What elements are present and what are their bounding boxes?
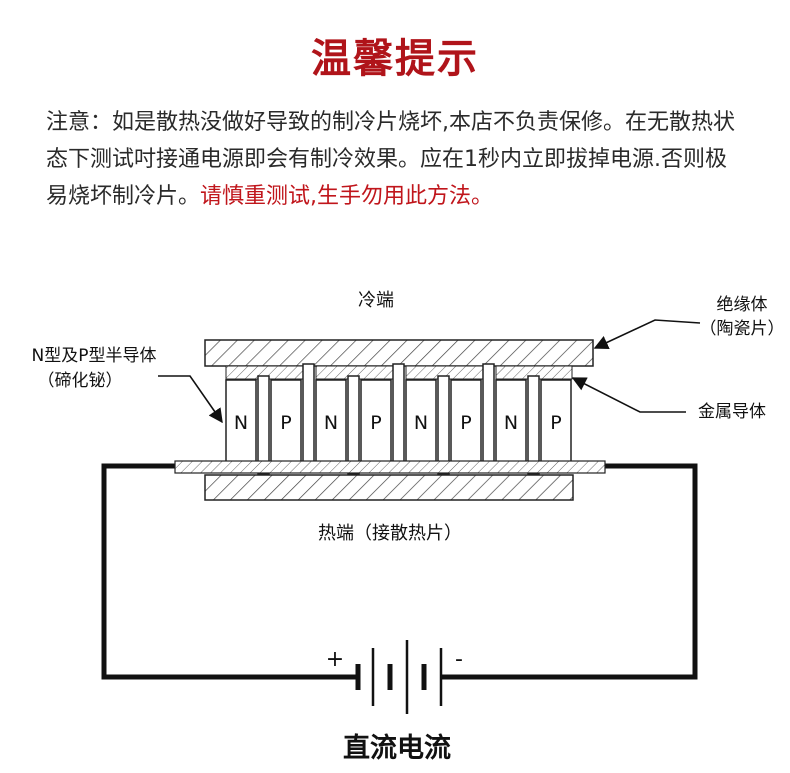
hot-end-label: 热端（接散热片） [318, 523, 462, 544]
element-label: P [460, 412, 471, 434]
metal-conductor-label: 金属导体 [698, 402, 766, 422]
minus-sign: - [455, 647, 463, 672]
connector-post [437, 375, 450, 475]
notice-text: 注意：如是散热没做好导致的制冷片烧坏,本店不负责保修。在无散热状态下测试吋接通电… [46, 110, 735, 209]
connector-post [347, 375, 360, 475]
semiconductor-element [270, 379, 302, 463]
connector-post [482, 363, 495, 463]
connector-post [527, 375, 540, 475]
semiconductor-element [225, 379, 257, 463]
semiconductor-element [450, 379, 482, 463]
notice-warning: 请慎重测试,生手勿用此方法。 [200, 184, 494, 209]
cold-end-label: 冷端 [358, 290, 394, 311]
element-label: N [324, 412, 338, 434]
element-label: P [370, 412, 381, 434]
semiconductor-label: N型及P型半导体 [32, 346, 157, 366]
connector-post [257, 375, 270, 475]
plus-sign: + [326, 647, 344, 672]
semiconductor-element [540, 379, 572, 463]
element-label: P [550, 412, 561, 434]
insulator-label: 绝缘体 [717, 295, 768, 315]
bottom-metal-bar [174, 460, 606, 474]
notice-paragraph: 注意：如是散热没做好导致的制冷片烧坏,本店不负责保修。在无散热状态下测试吋接通电… [46, 104, 746, 215]
connector-post [392, 363, 405, 463]
page-title: 温馨提示 [311, 36, 479, 82]
semiconductor-arrow [158, 375, 223, 424]
element-label: N [504, 412, 518, 434]
dc-current-label: 直流电流 [343, 733, 451, 764]
top-ceramic-plate [204, 339, 594, 367]
semiconductor-sublabel: （碲化铋） [38, 371, 123, 391]
element-label: P [280, 412, 291, 434]
semiconductor-element [360, 379, 392, 463]
metal-conductor-arrow [571, 377, 686, 413]
semiconductor-element [315, 379, 347, 463]
bottom-ceramic-plate [204, 474, 574, 501]
connector-post [302, 363, 315, 463]
insulator-arrow [593, 319, 701, 350]
battery-icon [355, 640, 443, 714]
element-label: N [414, 412, 428, 434]
semiconductor-element [495, 379, 527, 463]
circuit-wire [101, 463, 698, 680]
semiconductor-elements [225, 379, 572, 463]
insulator-sublabel: （陶瓷片） [700, 319, 785, 339]
element-label: N [234, 412, 248, 434]
